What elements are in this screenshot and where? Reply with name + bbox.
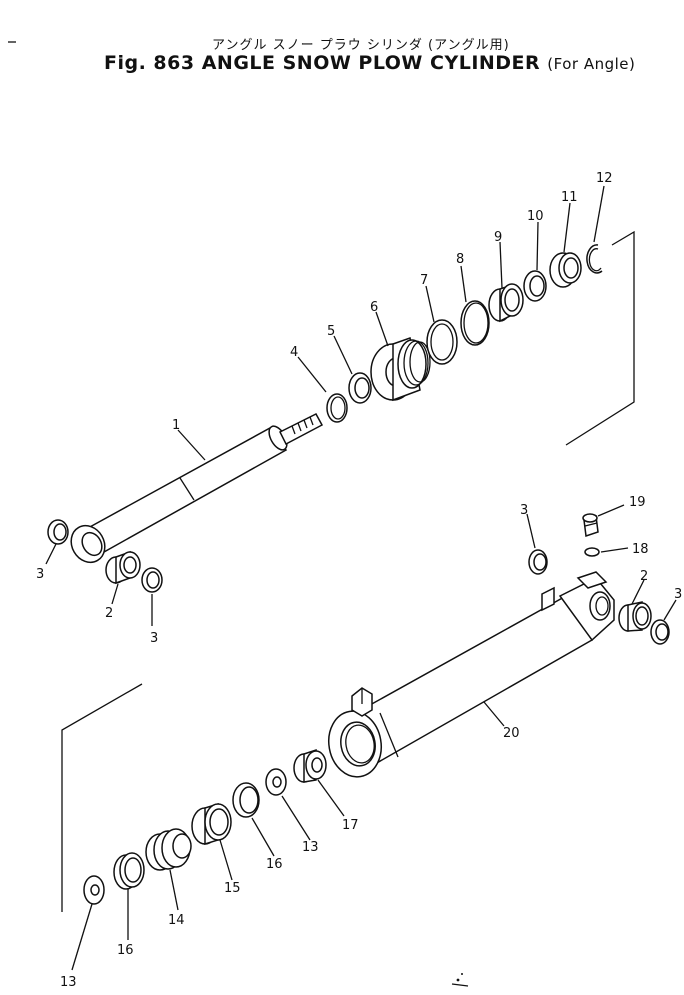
callout-2-left: 2 — [105, 606, 113, 621]
subtitle-japanese: アングル スノー プラウ シリンダ (アングル用) — [212, 34, 510, 53]
part-8-o-ring — [460, 300, 490, 346]
bracket-upper-right — [565, 230, 635, 446]
part-13-washer-lower — [83, 875, 105, 905]
callout-3-right: 3 — [674, 587, 682, 602]
part-3-dust-seal-left — [47, 519, 69, 545]
callout-8: 8 — [456, 252, 464, 267]
part-5-seal — [348, 372, 372, 404]
callout-3-right-top: 3 — [520, 503, 528, 518]
callout-4: 4 — [290, 345, 298, 360]
callout-1: 1 — [172, 418, 180, 433]
part-10-seal — [523, 270, 547, 302]
callout-19: 19 — [629, 495, 646, 510]
callout-5: 5 — [327, 324, 335, 339]
figure-title-text: ANGLE SNOW PLOW CYLINDER — [201, 52, 541, 74]
part-2-bushing-left — [105, 550, 141, 585]
part-19-grease-fitting — [582, 513, 599, 538]
part-13-washer-upper — [265, 768, 287, 796]
figure-number: Fig. 863 — [104, 52, 195, 74]
callout-6: 6 — [370, 300, 378, 315]
callout-12: 12 — [596, 171, 613, 186]
callout-16-upper: 16 — [266, 857, 283, 872]
scan-mark — [451, 973, 469, 987]
subtitle-jp-paren: (アングル用) — [428, 38, 510, 53]
part-6-cylinder-head — [370, 337, 431, 402]
callout-20: 20 — [503, 726, 520, 741]
part-4-snap-ring — [326, 393, 348, 423]
callout-10: 10 — [527, 209, 544, 224]
part-9-bushing — [488, 283, 524, 323]
part-12-snap-ring — [586, 244, 603, 274]
callout-18: 18 — [632, 542, 649, 557]
figure-title: Fig. 863 ANGLE SNOW PLOW CYLINDER (For A… — [104, 52, 635, 74]
callout-11: 11 — [561, 190, 578, 205]
part-1-piston-rod — [70, 413, 324, 564]
part-17-nut — [293, 748, 327, 783]
part-3-dust-seal-right-top — [528, 549, 548, 575]
callout-2-right: 2 — [640, 569, 648, 584]
callout-13-upper: 13 — [302, 840, 319, 855]
leader-lines — [45, 185, 677, 971]
callout-3-left: 3 — [150, 631, 158, 646]
part-16-seal-lower — [113, 852, 145, 890]
part-15-wear-ring — [191, 802, 232, 846]
part-3-dust-seal-left-2 — [141, 567, 163, 593]
callout-3-far-left: 3 — [36, 567, 44, 582]
callout-labels: 1 2 2 3 3 3 3 4 5 6 7 8 9 10 11 12 13 13… — [36, 171, 682, 990]
callout-14: 14 — [168, 913, 185, 928]
part-7-backup-ring — [426, 319, 458, 365]
callout-17: 17 — [342, 818, 359, 833]
subtitle-jp-text: アングル スノー プラウ シリンダ — [212, 38, 423, 53]
bracket-lower-left — [61, 683, 143, 912]
figure-title-paren: (For Angle) — [547, 55, 636, 73]
callout-13-lower: 13 — [60, 975, 77, 990]
callout-7: 7 — [420, 273, 428, 288]
part-16-seal-upper — [232, 782, 260, 818]
callout-16-lower: 16 — [117, 943, 134, 958]
part-18-o-ring — [584, 547, 600, 557]
callout-9: 9 — [494, 230, 502, 245]
callout-15: 15 — [224, 881, 241, 896]
part-2-bushing-right — [618, 601, 652, 632]
part-3-dust-seal-right — [650, 619, 670, 645]
part-20-cylinder-tube — [328, 571, 615, 778]
part-11-wiper — [549, 252, 582, 288]
part-14-piston — [145, 828, 192, 871]
